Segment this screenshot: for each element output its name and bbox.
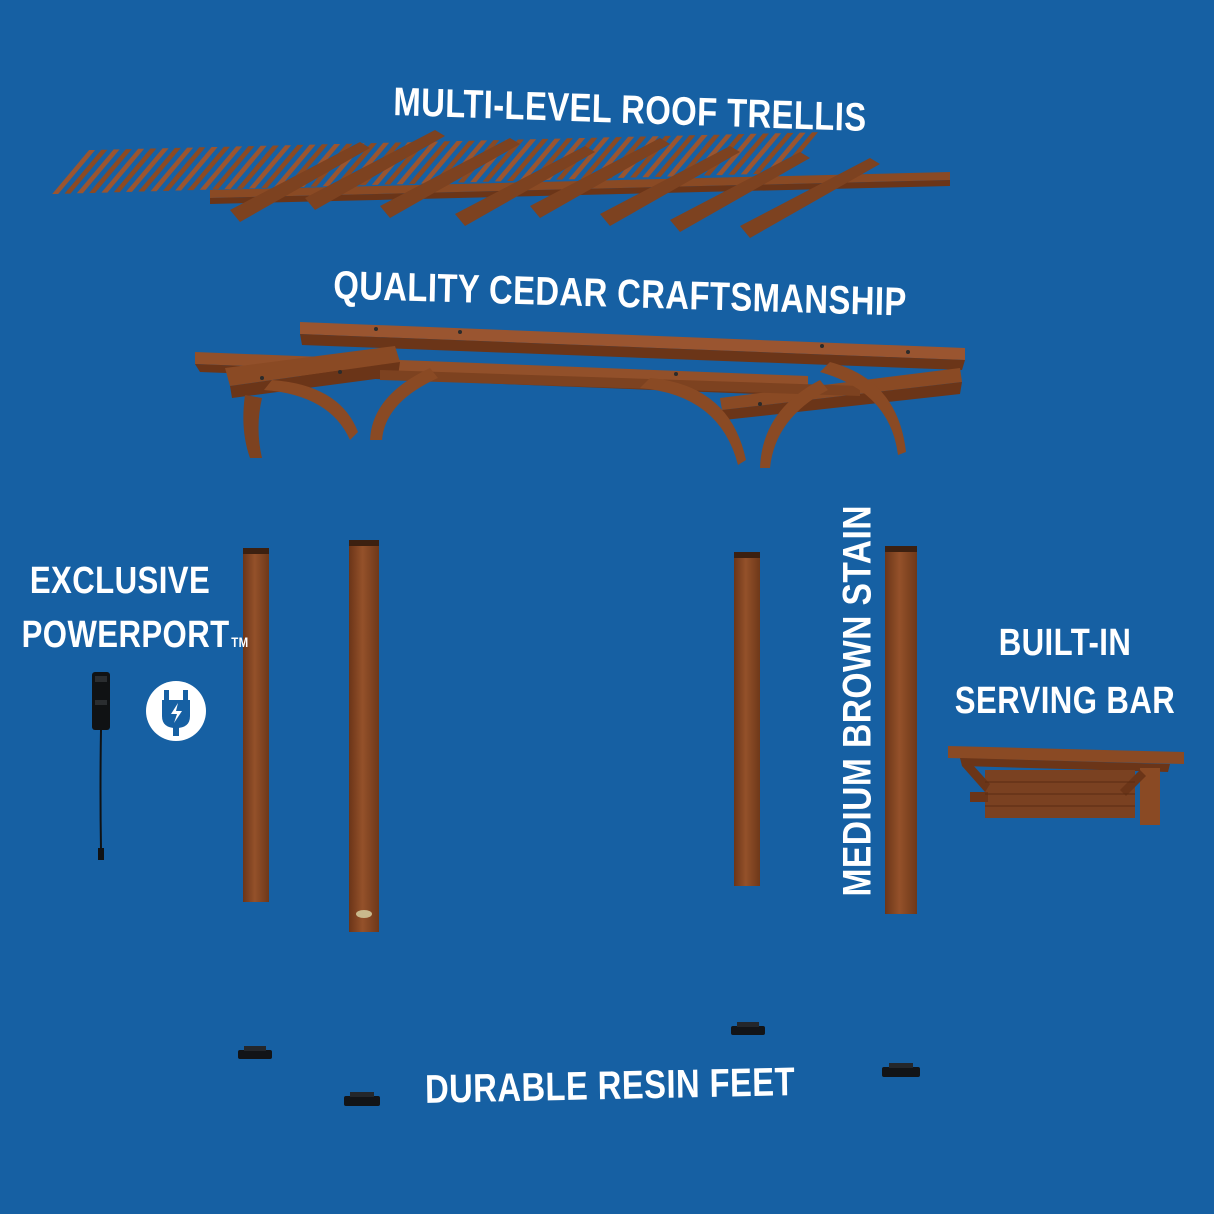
trellis-slat <box>494 139 537 182</box>
trellis-slat <box>580 137 622 179</box>
trellis-slat <box>507 138 549 182</box>
trellis-slat <box>654 135 696 177</box>
trellis-slat <box>175 147 218 191</box>
trellis-slat <box>408 141 451 184</box>
trellis-rafter <box>600 146 740 226</box>
post <box>734 552 760 886</box>
trellis-slat <box>52 150 96 194</box>
trellis-slat <box>273 144 316 188</box>
serving-bar <box>948 746 1184 825</box>
trellis-slat <box>679 134 720 177</box>
trellis-slat <box>199 146 243 190</box>
trellis-rafter <box>455 146 595 226</box>
trellis-slat <box>421 141 463 184</box>
trellis-slat <box>716 133 757 176</box>
trellis-rafter <box>380 138 520 218</box>
trellis-slat <box>433 140 475 184</box>
post <box>349 540 379 932</box>
trellis-slat <box>740 133 782 175</box>
trellis-rafter <box>740 158 880 238</box>
resin-foot <box>238 1046 272 1059</box>
trellis-slat <box>666 135 708 177</box>
powerport-label-line1: EXCLUSIVE <box>29 560 211 602</box>
brand-plaque <box>356 910 372 918</box>
post <box>243 548 269 902</box>
resin-foot <box>344 1092 380 1106</box>
trellis-rafter <box>305 130 445 210</box>
trellis-slat <box>752 132 794 175</box>
trellis-slat <box>765 132 806 174</box>
trellis-slat <box>125 148 169 192</box>
trellis-rafters <box>230 130 880 238</box>
trellis-slat <box>212 146 255 190</box>
trellis-slat <box>236 145 279 189</box>
posts <box>243 540 917 932</box>
serving-bar-label-line2: SERVING BAR <box>954 680 1176 722</box>
post <box>885 546 917 914</box>
trellis-slat <box>224 145 267 190</box>
trellis-slat <box>519 138 561 181</box>
power-plug-icon <box>146 681 206 741</box>
resin-foot <box>731 1022 765 1035</box>
trellis-slat <box>568 137 610 180</box>
trellis-slat <box>89 149 132 193</box>
trellis-slat <box>101 148 145 193</box>
serving-bar-label-line1: BUILT-IN <box>998 622 1132 664</box>
resin-foot <box>882 1063 920 1077</box>
trellis-rafter <box>670 152 810 232</box>
trellis-slat <box>113 148 157 193</box>
trellis-slat <box>482 139 524 182</box>
resin-feet <box>238 1022 920 1106</box>
trellis-slat <box>642 135 684 178</box>
cedar-frame <box>195 322 965 468</box>
trellis-slat <box>138 147 181 192</box>
powerport-device <box>92 672 110 860</box>
roof-trellis <box>52 130 950 238</box>
trellis-slat <box>396 141 439 185</box>
trellis-slat <box>248 145 292 189</box>
trellis-slat <box>334 143 377 186</box>
stain-label: MEDIUM BROWN STAIN <box>835 505 880 897</box>
trademark-mark: TM <box>231 634 249 650</box>
resin-feet-label: DURABLE RESIN FEET <box>424 1060 796 1112</box>
trellis-slat <box>64 149 108 194</box>
trellis-rafter <box>530 138 670 218</box>
trellis-rafter <box>230 142 370 222</box>
trellis-slat <box>261 144 304 189</box>
trellis-slat <box>150 147 194 192</box>
powerport-name: POWERPORT <box>21 614 230 656</box>
trellis-slat <box>162 147 206 191</box>
trellis-slat <box>187 146 230 191</box>
trellis-slat <box>728 133 769 175</box>
trellis-slat <box>76 149 120 194</box>
